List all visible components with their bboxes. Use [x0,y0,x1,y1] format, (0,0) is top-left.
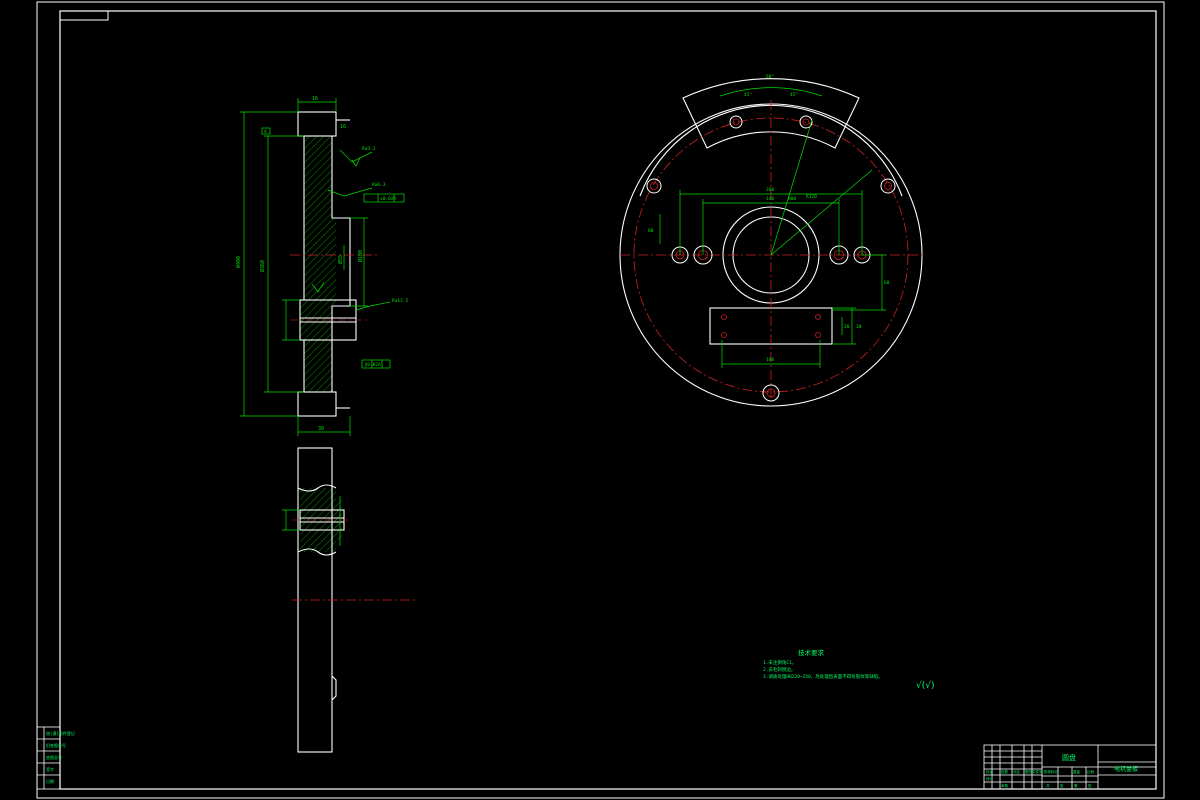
roughness-b: Ra6.3 [372,182,386,188]
dim-front-width: 30 [318,426,324,432]
tb-label-3: 分区 [1013,769,1021,774]
dim-front-overall: Ø400 [235,256,242,268]
strip-label-5: 日期 [46,778,54,784]
side-view [282,447,418,753]
left-filing-strip [36,726,61,790]
plan-slot-h-label: 30 [856,324,862,330]
dim-front-top: 16 [312,96,318,102]
tb-label-4: 更改文件号 [1025,769,1043,774]
section-callouts [261,127,405,369]
dim-front-bottom: 16 [340,124,346,130]
plan-span1-label: 200 [766,187,774,193]
plan-side-label: 80 [648,228,654,234]
plan-ang2-label: 45° [790,92,798,98]
strip-label-2: 旧底图总号 [46,742,66,748]
notes-line-3: 3.调质处理HB220~250，热处理后表面不得有裂纹等缺陷。 [763,673,883,680]
tb-stage-3: 比例 [1087,769,1095,774]
tb-label-6: 审核 [1001,783,1009,788]
plan-r2-label: R120 [806,194,817,200]
tb-label-2: 处数 [1001,769,1009,774]
strip-label-1: 借(通)用件登记 [46,730,75,736]
drawing-number: 电机盖板 [1114,765,1138,773]
dim-hole-pos: Ø55 [337,255,344,264]
tolerance-b: ∥0.02A [365,362,381,368]
title-block-text: 圆盘 电机盖板 标记 处数 分区 更改文件号 设计 审核 阶段标记 重量 比例 … [986,753,1138,788]
plan-r1-label: R80 [788,196,796,202]
left-strip-labels: 借(通)用件登记 旧底图总号 底图总号 签字 日期 [46,730,75,784]
notes-line-2: 2.去毛刺锐边。 [763,666,795,673]
plan-slot-w-label: 100 [766,357,774,363]
tb-stage-2: 重量 [1073,769,1081,774]
roughness-symbol: √(√) [916,680,935,691]
section-view: 16 30 16 Ø400 Ø360 Ø100 Ø55 Ra3.2 Ra6.3 [235,96,409,436]
plan-dimensions [659,87,886,368]
strip-label-4: 签字 [46,766,54,772]
roughness-a: Ra3.2 [362,146,376,152]
tb-sheet-1: 共 [1046,783,1050,788]
technical-notes: 技术要求 1.未注倒角C1。 2.去毛刺锐边。 3.调质处理HB220~250，… [763,648,883,680]
notes-title: 技术要求 [798,648,825,657]
section-callout-text: Ra3.2 Ra6.3 Ra12.5 ⊥0.02A ∥0.02A A [264,129,409,368]
plan-dimension-text: 60° 45° 45° 200 140 R80 R120 100 30 60 8… [648,74,890,363]
datum-label: A [264,129,267,135]
section-hatch [300,136,336,392]
roughness-c: Ra12.5 [392,298,409,304]
strip-label-3: 底图总号 [46,754,62,760]
tb-stage-1: 阶段标记 [1044,769,1059,774]
title-block [983,744,1157,790]
part-name: 圆盘 [1062,753,1076,762]
tb-sheet-4: 张 [1088,783,1092,788]
tb-label-5: 设计 [986,776,994,781]
tolerance-a: ⊥0.02A [380,196,397,202]
tb-sheet-2: 张 [1060,783,1064,788]
tb-label-1: 标记 [986,769,994,774]
plan-off-label: 20 [844,324,850,330]
dim-front-inner: Ø360 [259,260,266,272]
tb-sheet-3: 第 [1074,783,1078,788]
sheet-border [36,1,1165,799]
plan-ang1-label: 45° [744,92,752,98]
plan-slot-off-label: 60 [884,280,890,286]
section-dimensions [240,98,368,436]
plan-span2-label: 140 [766,196,774,202]
section-dimension-text: 16 30 16 Ø400 Ø360 Ø100 Ø55 [235,96,364,432]
dim-bore: Ø100 [357,250,364,262]
notes-line-1: 1.未注倒角C1。 [763,659,796,666]
plan-arc-label: 60° [766,74,774,80]
plan-view: 60° 45° 45° 200 140 R80 R120 100 30 60 8… [619,74,925,407]
